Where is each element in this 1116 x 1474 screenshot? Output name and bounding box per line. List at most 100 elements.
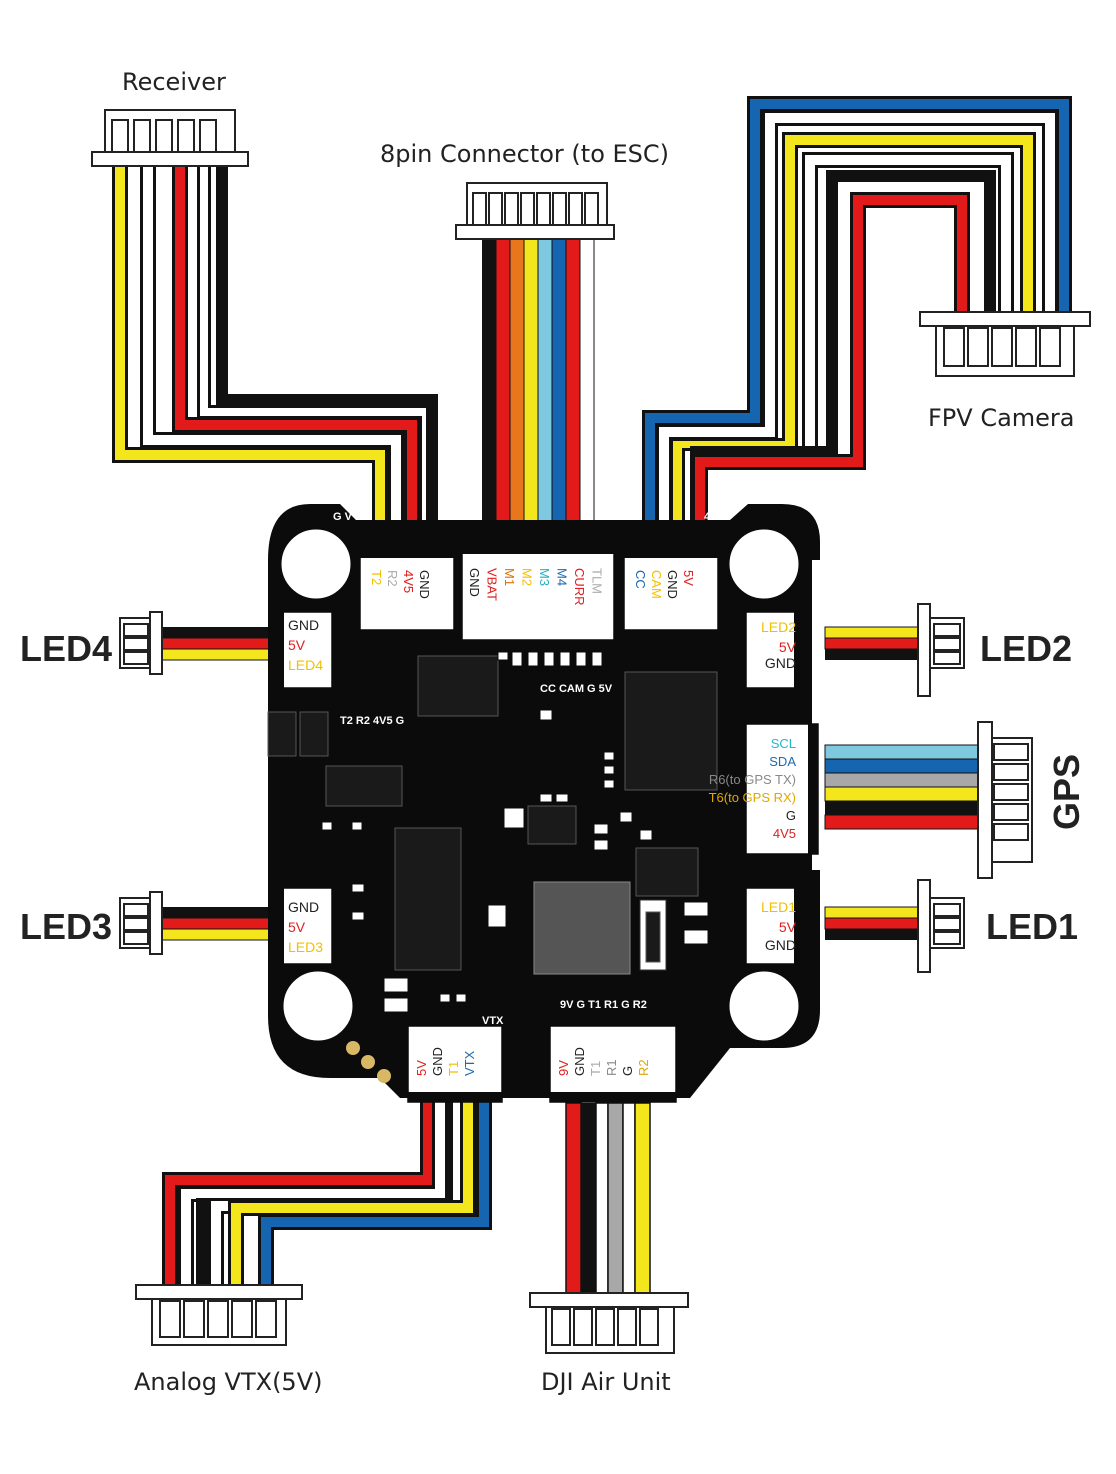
esc-plug	[455, 182, 615, 240]
esc-wire-white	[579, 237, 595, 541]
esc-wire-yellow	[523, 237, 539, 541]
pin-esc-2: M1	[502, 568, 517, 586]
pin-receiver-2: 4V5	[401, 570, 416, 593]
plugs	[91, 109, 1091, 1354]
chip-reg	[325, 765, 403, 807]
silk-gv1: G V 1	[333, 511, 361, 523]
label-led4: LED4	[20, 628, 113, 669]
led1-wires	[824, 906, 921, 940]
pin-gps-2: R6(to GPS TX)	[709, 772, 796, 787]
label-receiver: Receiver	[122, 68, 226, 96]
esc-wire-cyan	[537, 237, 553, 541]
mount-hole-tr	[726, 526, 802, 602]
pin-esc-3: M2	[520, 568, 535, 586]
pin-led1-1: 5V	[779, 919, 797, 935]
silk-dji: 9V G T1 R1 G R2	[560, 999, 647, 1011]
chips	[267, 655, 718, 975]
pin-led1-0: LED1	[761, 899, 796, 915]
pin-led2-2: GND	[765, 655, 796, 671]
pin-vtx-2: T1	[446, 1061, 461, 1076]
led2-wires	[824, 626, 921, 660]
receiver-plug-teeth	[111, 119, 217, 153]
pin-led2-1: 5V	[779, 639, 797, 655]
mount-hole-br	[726, 968, 802, 1044]
chip-mcu	[624, 671, 718, 791]
label-gps: GPS	[1046, 753, 1087, 830]
pin-camera-1: CAM	[649, 570, 664, 599]
socket-vtx	[407, 1025, 503, 1103]
esc-wire-red	[495, 237, 511, 541]
led2-plug	[917, 603, 965, 697]
pin-led3-1: 5V	[288, 919, 306, 935]
silk-4ct: 4 C T	[704, 511, 731, 523]
esc-wire-orange	[509, 237, 525, 541]
led3-wires	[159, 907, 271, 941]
receiver-wires	[112, 165, 438, 545]
receiver-plug	[91, 109, 249, 167]
pin-dji-5: R2	[636, 1059, 651, 1076]
smd-parts	[321, 651, 709, 1013]
receiver-wire-black	[216, 165, 438, 545]
esc-wire-black	[482, 238, 496, 540]
silk-ccgam: CC CAM G 5V	[540, 683, 613, 695]
led4-plug	[119, 611, 163, 675]
chip-inductor	[533, 881, 631, 975]
led3-plug	[119, 891, 163, 955]
receiver-wire-yellow	[112, 165, 388, 545]
esc-wires	[482, 237, 595, 541]
pin-esc-4: M3	[537, 568, 552, 586]
silk-vtx: VTX	[482, 1015, 504, 1027]
pin-vtx-1: GND	[430, 1047, 445, 1076]
led1-plug	[917, 879, 965, 973]
pin-led4-0: GND	[288, 617, 319, 633]
pin-camera-3: 5V	[681, 570, 696, 586]
pin-camera-2: GND	[665, 570, 680, 599]
silk-t2r2: T2 R2 4V5 G	[340, 715, 404, 727]
pin-led3-2: LED3	[288, 939, 323, 955]
label-led2: LED2	[980, 628, 1073, 669]
chip-osd	[394, 827, 462, 971]
dji-plug	[529, 1292, 689, 1354]
label-esc: 8pin Connector (to ESC)	[380, 140, 670, 168]
pin-esc-1: VBAT	[485, 568, 500, 601]
pin-camera-0: CC	[633, 570, 648, 589]
chip-small2	[299, 711, 329, 757]
pin-gps-4: G	[786, 808, 796, 823]
mount-hole-bl	[280, 968, 356, 1044]
pin-dji-4: G	[620, 1066, 635, 1076]
pin-receiver-1: R2	[385, 570, 400, 587]
wires	[112, 96, 1072, 1296]
chip-diode	[417, 655, 499, 717]
esc-wire-blue	[551, 237, 567, 541]
pin-led2-0: LED2	[761, 619, 796, 635]
camera-wires	[642, 96, 1072, 545]
camera-plug	[919, 311, 1091, 377]
pin-gps-5: 4V5	[773, 826, 796, 841]
pin-vtx-0: 5V	[414, 1060, 429, 1076]
mounting-holes	[278, 526, 802, 1044]
socket-esc	[461, 539, 615, 641]
pin-dji-3: R1	[604, 1059, 619, 1076]
chip-gyro	[635, 847, 699, 897]
mount-hole-tl	[278, 526, 354, 602]
gold-pads	[346, 1041, 391, 1083]
led4-wires	[159, 627, 271, 661]
pin-vtx-3: VTX	[462, 1050, 477, 1076]
label-camera: FPV Camera	[928, 404, 1075, 432]
pin-dji-2: T1	[588, 1061, 603, 1076]
chip-small3	[527, 805, 577, 845]
pin-gps-1: SDA	[769, 754, 796, 769]
flight-controller-board: G V 1 4 C T CC CAM G 5V T2 R2 4V5 G VTX …	[267, 504, 820, 1103]
gps-wires	[824, 744, 981, 830]
pin-dji-0: 9V	[556, 1060, 571, 1076]
pin-esc-5: M4	[555, 568, 570, 586]
esc-wire-red2	[565, 237, 581, 541]
chip-small1	[267, 711, 297, 757]
pin-esc-0: GND	[467, 568, 482, 597]
gps-plug	[977, 721, 1033, 879]
pin-led4-2: LED4	[288, 657, 323, 673]
vtx-wires	[162, 1100, 492, 1290]
pin-led1-2: GND	[765, 937, 796, 953]
label-dji: DJI Air Unit	[541, 1368, 671, 1396]
